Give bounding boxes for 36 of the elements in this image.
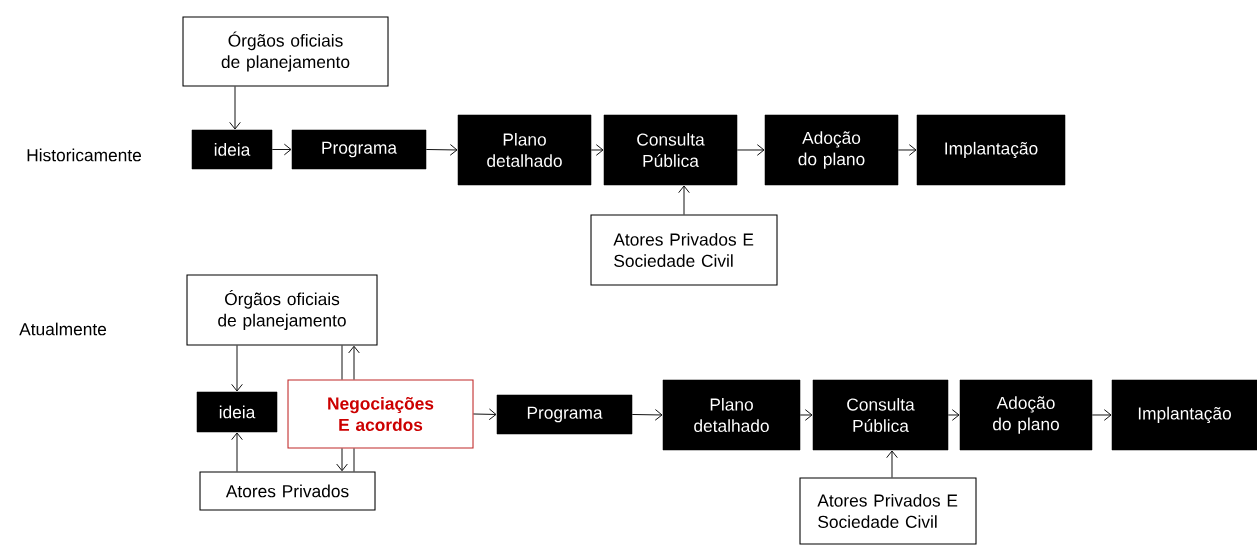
arrow — [897, 144, 917, 156]
arrow — [271, 143, 292, 156]
arrow — [590, 144, 604, 156]
arrow — [799, 409, 813, 421]
actor-box: Atores Privados — [199, 471, 376, 511]
arrow — [425, 144, 458, 156]
arrow — [348, 345, 360, 380]
process-box: Plano detalhado — [457, 114, 592, 186]
arrow — [736, 144, 765, 156]
process-box: Consulta Pública — [812, 379, 949, 451]
actor-box: Atores Privados E Sociedade Civil — [590, 214, 778, 286]
arrow — [1091, 409, 1112, 421]
arrow — [678, 185, 690, 215]
process-box: ideia — [196, 391, 278, 433]
actor-box: Atores Privados E Sociedade Civil — [799, 477, 977, 545]
process-box: ideia — [191, 129, 273, 170]
process-box: Programa — [496, 394, 633, 435]
row-label: Atualmente — [19, 322, 107, 336]
arrow — [231, 345, 243, 392]
negotiation-box: Negociações E acordos — [287, 379, 474, 449]
row-label: Historicamente — [27, 148, 141, 162]
arrow — [229, 86, 241, 130]
process-box: Programa — [291, 129, 427, 170]
arrow — [886, 450, 898, 478]
arrow — [231, 432, 243, 472]
arrow — [336, 448, 348, 472]
arrow — [631, 409, 663, 421]
process-box: Implantação — [1111, 379, 1257, 451]
actor-box: Órgãos oficiais de planejamento — [186, 274, 378, 346]
process-box: Plano detalhado — [662, 379, 801, 451]
actor-box: Órgãos oficiais de planejamento — [182, 16, 389, 87]
process-box: Adoção do plano — [764, 114, 899, 186]
arrow — [473, 408, 497, 421]
process-box: Implantação — [916, 114, 1066, 186]
process-box: Adoção do plano — [959, 379, 1093, 451]
process-box: Consulta Pública — [603, 114, 738, 186]
